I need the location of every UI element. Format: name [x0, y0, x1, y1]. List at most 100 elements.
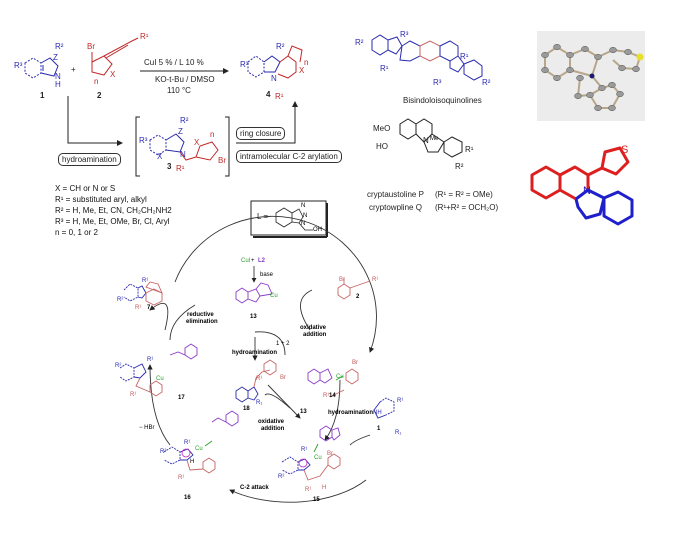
mech-l2-label: L2: [258, 258, 266, 264]
conditions-base-solvent: KO-t-Bu / DMSO: [155, 75, 215, 84]
ligand-box: [250, 200, 328, 238]
crystal-structure-panel: [537, 31, 645, 121]
c4-R1-label: R¹: [275, 92, 284, 101]
c1-Z-label: Z: [53, 53, 58, 62]
compound-7-label: 7: [147, 305, 151, 311]
c2-Br-label: Br: [87, 42, 95, 51]
c18-R1sub-label: R₁: [256, 400, 263, 406]
bisindoloisoquinolines-label: Bisindoloisoquinolines: [403, 96, 482, 105]
indole-N-label: N: [583, 185, 591, 197]
hydroamination-step-1: hydroamination: [232, 350, 278, 356]
mech-cui-label: CuI: [241, 258, 251, 264]
ring-closure-arrow: [236, 101, 298, 144]
c3-Br-label: Br: [218, 156, 226, 165]
c17-R2-label: R²: [115, 363, 122, 369]
thienyl-indoloisoquinoline-structure: [530, 146, 634, 226]
c15-R1b-label: R¹: [305, 487, 312, 493]
c15-cu-label: Cu: [314, 455, 322, 461]
c2-X-label: X: [110, 70, 116, 79]
compound-17-label: 17: [178, 395, 185, 401]
c16-R2-label: R²: [160, 449, 167, 455]
bis-R3-top: R³: [400, 30, 409, 39]
c14-R1-label: R¹: [323, 393, 330, 399]
bis-R3-bottom: R³: [433, 78, 442, 87]
n-plus-label: N: [423, 136, 429, 145]
c16-R1-label: R¹: [184, 440, 191, 446]
c14-Br-label: Br: [352, 360, 358, 366]
substituent-definitions: X = CH or N or S R¹ = substituted aryl, …: [55, 183, 172, 238]
thiophene-S-label: S: [621, 144, 629, 156]
compound-3-label: 3: [167, 162, 172, 171]
c16-R1b-label: R¹: [178, 475, 185, 481]
c18-Br-label: Br: [280, 375, 286, 381]
c13-cu-label: Cu: [270, 293, 278, 299]
c4-N-label: N: [271, 74, 277, 83]
intermediate-3-bracket: [135, 116, 230, 177]
c1-NH-label: NH: [373, 410, 382, 416]
c3-R3-label: R³: [139, 136, 148, 145]
c7-R1-label: R¹: [142, 278, 149, 284]
crystal-sulfur-atom: [636, 53, 644, 61]
substituent-R1: R¹ = substituted aryl, alkyl: [55, 195, 147, 204]
c1-R2-label: R²: [55, 42, 64, 51]
compound-18-structure: [235, 359, 277, 403]
c15-H-label: H: [322, 485, 327, 491]
c16-cu-label: Cu: [195, 446, 203, 452]
substituent-n: n = 0, 1 or 2: [55, 228, 98, 237]
cryptaustoline-R2: R²: [455, 162, 464, 171]
c2-R1-label: R¹: [140, 32, 149, 41]
compound-1-label: 1: [40, 91, 45, 100]
reductive-elimination-label-1: reductive: [187, 312, 214, 318]
me-label: Me: [430, 136, 439, 142]
compound-4-structure: [247, 45, 303, 79]
c3-N-label: N: [180, 150, 186, 159]
mech-compound-2-label: 2: [356, 294, 360, 300]
complex-14-structure: [307, 368, 359, 398]
c17-R1-label: R¹: [147, 357, 154, 363]
c15-R2-label: R²: [278, 474, 285, 480]
c3-n-label: n: [210, 130, 215, 139]
catalytic-cycle: [147, 215, 377, 503]
hydroamination-tag: hydroamination: [58, 153, 121, 166]
compound-14-label: 14: [329, 393, 336, 399]
ligand-N1-label: N: [301, 203, 306, 209]
c3-X-label: X: [157, 152, 163, 161]
hydroamination-path-arrow: [67, 96, 123, 146]
c17-cu-label: Cu: [156, 376, 164, 382]
cryptaustoline-definition: (R¹ = R² = OMe): [435, 190, 493, 199]
mech-compound-1-structure: [373, 397, 395, 419]
mech-c2-Br: Br: [339, 277, 345, 283]
oxidative-addition-1b: addition: [303, 332, 327, 338]
ho-label: HO: [376, 142, 388, 151]
cryptaustoline-name: cryptaustoline P: [367, 190, 424, 199]
mech-c2-R1: R¹: [372, 277, 379, 283]
compound-1-structure: [24, 57, 59, 79]
c4-n-label: n: [304, 58, 309, 67]
c14-cu-label: Cu: [336, 374, 344, 380]
c2-n-label: n: [94, 77, 99, 86]
complex-13-structure: [235, 282, 273, 304]
cryptaustoline-structure: [399, 118, 463, 158]
complex-15-structure: [281, 425, 341, 481]
c15-Br-label: Br: [327, 451, 333, 457]
mech-compound-1-label: 1: [377, 426, 381, 432]
cryptowpline-name: cryptowpline Q: [369, 203, 422, 212]
conditions-catalyst: CuI 5 % / L 10 %: [144, 58, 204, 67]
c1-R3-label: R³: [14, 61, 23, 70]
cryptaustoline-R1: R¹: [465, 145, 474, 154]
bisindoloisoquinoline-structure: [371, 34, 483, 81]
ring-closure-tag: ring closure: [236, 127, 286, 140]
compound-15-label: 15: [313, 497, 320, 503]
compound-2-structure: [91, 37, 139, 76]
complex-16-structure: [163, 410, 239, 474]
bis-R1-left: R¹: [380, 64, 389, 73]
c1-N-label: N: [55, 72, 61, 81]
mech-base-label: base: [260, 272, 274, 278]
c16-H-label: H: [190, 459, 195, 465]
compound-18-label: 18: [243, 406, 250, 412]
minus-hbr-label: − HBr: [139, 425, 155, 431]
crystal-nitrogen-atom: [589, 73, 595, 79]
c3-R1-label: R¹: [176, 164, 185, 173]
oxidative-addition-1a: oxidative: [300, 325, 327, 331]
bis-R1-right: R¹: [460, 52, 469, 61]
